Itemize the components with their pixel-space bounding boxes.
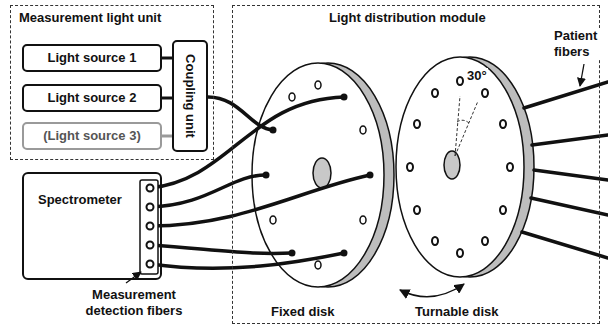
group-heading: Light distribution module <box>329 10 486 26</box>
hole <box>500 206 506 214</box>
hole <box>315 261 321 269</box>
fiber-ends <box>263 94 374 257</box>
angle-line <box>455 101 478 156</box>
patient-fiber <box>532 135 608 145</box>
hole <box>360 126 366 134</box>
fiber-label: Measurement detection fibers <box>72 287 196 319</box>
fiber-label: Patient fibers <box>553 28 605 60</box>
light-source-box: Light source 2 <box>22 84 162 112</box>
disk-holes <box>407 77 513 257</box>
hole <box>360 216 366 224</box>
fiber-end <box>289 250 296 257</box>
port <box>147 261 154 268</box>
connector-ports <box>147 185 154 268</box>
unit-frame: Measurement light unitLight source 1 Ligh… <box>10 5 214 160</box>
hole <box>407 163 413 171</box>
part-label: Fixed disk <box>270 304 336 320</box>
hole <box>482 237 488 245</box>
spectrometer-box: Spectrometer <box>22 172 162 280</box>
hole <box>432 89 438 97</box>
hole <box>414 120 420 128</box>
fiber-end <box>270 127 277 134</box>
patient-fiber <box>522 232 608 258</box>
detection-fiber <box>150 175 266 207</box>
light-source-box: (Light source 3) <box>22 122 162 150</box>
hole <box>482 89 488 97</box>
hole <box>457 77 463 85</box>
fiber-connector <box>162 135 172 138</box>
disk-holes <box>270 81 366 269</box>
angle-lines <box>455 96 478 156</box>
hole <box>500 120 506 128</box>
hole <box>432 237 438 245</box>
angle-arc <box>457 120 469 123</box>
patient-fiber <box>534 170 608 180</box>
group-heading: Measurement light unit <box>19 10 161 26</box>
node-label: Spectrometer <box>38 192 122 208</box>
hole <box>315 81 321 89</box>
angle-label: 30° <box>466 68 488 84</box>
port <box>147 204 154 211</box>
leader-arrow <box>126 272 141 283</box>
fiber-connector <box>162 57 172 60</box>
detection-fiber <box>150 245 292 253</box>
fiber-end <box>341 250 348 257</box>
node-label: Light source 1 <box>48 50 137 66</box>
fiber-connector <box>162 97 172 100</box>
port <box>147 242 154 249</box>
port <box>147 185 154 192</box>
center-hole <box>444 151 460 179</box>
hole <box>289 93 295 101</box>
optical-fibers <box>150 82 608 268</box>
coupling-box: Coupling unit <box>172 40 208 152</box>
fiber-end <box>341 94 348 101</box>
leader-arrow <box>580 64 584 86</box>
port <box>147 223 154 230</box>
center-hole <box>313 158 331 188</box>
node-label: Coupling unit <box>182 54 198 138</box>
hole <box>457 249 463 257</box>
detection-fiber <box>150 253 344 268</box>
disk-face <box>396 57 524 277</box>
angle-line <box>455 96 460 156</box>
patient-fiber <box>524 82 608 108</box>
node-label: (Light source 3) <box>43 128 141 144</box>
part-label: Turnable disk <box>414 304 500 320</box>
patient-fiber <box>531 198 608 215</box>
fiber-connector <box>140 180 158 274</box>
hole <box>507 163 513 171</box>
hole <box>414 206 420 214</box>
module-frame: Light distribution module <box>232 5 600 324</box>
detection-fiber <box>150 175 370 226</box>
node-label: Light source 2 <box>48 90 137 106</box>
hole <box>270 216 276 224</box>
turnable-disk <box>396 57 534 277</box>
rotation-arrow <box>400 284 464 297</box>
fiber-end <box>263 172 270 179</box>
fiber-end <box>367 172 374 179</box>
light-source-box: Light source 1 <box>22 44 162 72</box>
